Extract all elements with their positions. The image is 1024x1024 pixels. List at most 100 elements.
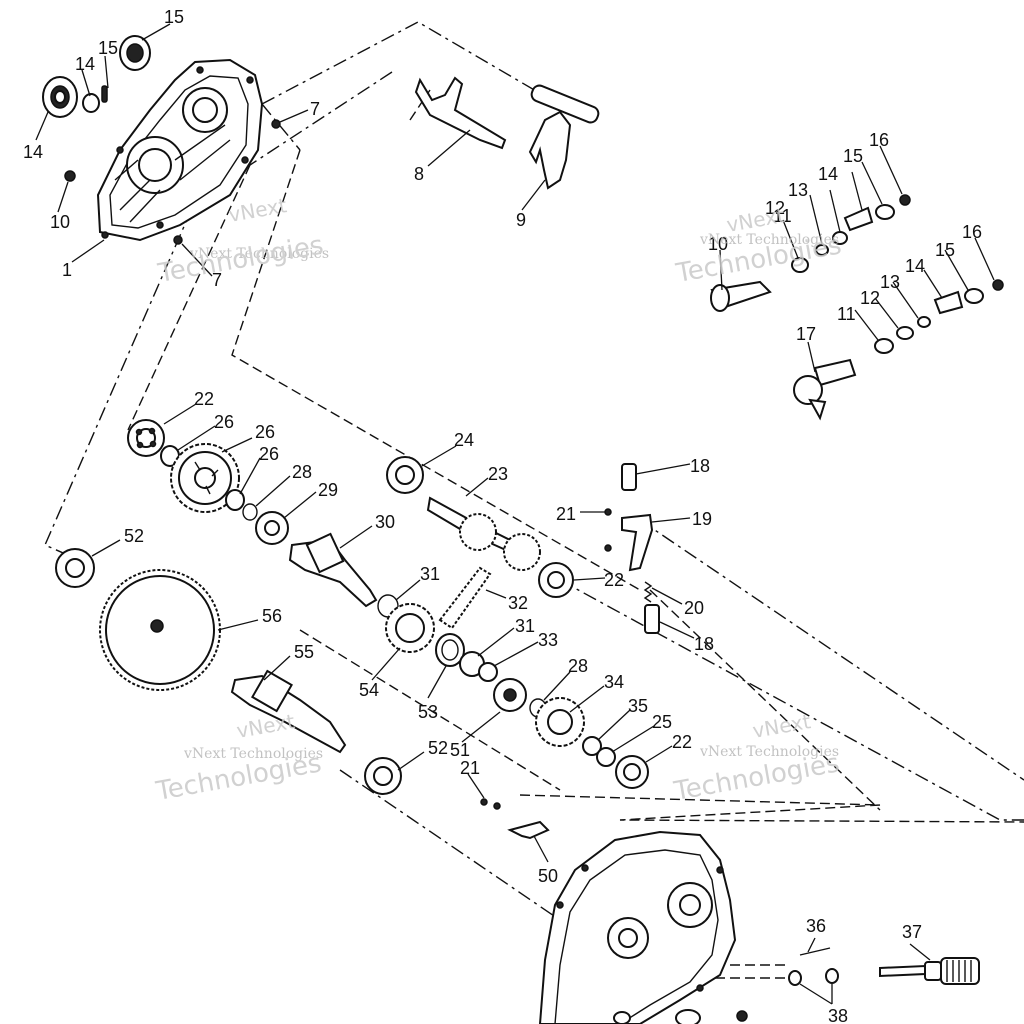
bearing-part-22c <box>615 755 649 789</box>
callout-25b: 25 <box>652 712 672 732</box>
bolt-part-2 <box>64 170 76 182</box>
svg-text:vNext Technologies: vNext Technologies <box>183 746 323 762</box>
callout-11b: 11 <box>837 304 856 324</box>
callout-14b: 14 <box>905 256 925 276</box>
callout-22b: 22 <box>604 570 624 590</box>
callout-52a: 52 <box>124 526 144 546</box>
case-cover-part-1 <box>96 58 264 242</box>
callout-26: 26 <box>255 422 275 442</box>
callout-9: 9 <box>516 210 526 230</box>
callout-33: 33 <box>538 630 558 650</box>
callout-50: 50 <box>538 866 558 886</box>
bracket-part-19 <box>621 513 654 572</box>
callout-8: 8 <box>414 164 424 184</box>
ring-part-35 <box>582 736 602 756</box>
callout-36: 36 <box>806 916 826 936</box>
bearing-part-22b <box>538 562 574 598</box>
sensor-part-18b <box>644 604 660 634</box>
callout-25a: 26 <box>214 412 234 432</box>
callout-labels: 15 15 14 14 10 1 7 7 8 9 10 11 12 13 14 … <box>23 7 982 1024</box>
callout-12b: 12 <box>860 288 880 308</box>
shift-shaft-part-10 <box>710 194 911 312</box>
shaft-part-23 <box>426 496 541 571</box>
collar-part-51 <box>493 678 527 712</box>
bolt-part-7a <box>271 119 281 129</box>
callout-7a: 7 <box>310 99 320 119</box>
callout-23: 23 <box>488 464 508 484</box>
callout-29: 29 <box>318 480 338 500</box>
bearing-part-53 <box>435 633 465 667</box>
washer-part-29 <box>255 511 289 545</box>
svg-text:vNext Technologies: vNext Technologies <box>189 246 329 262</box>
callout-1: 1 <box>62 260 72 280</box>
callout-13a: 13 <box>788 180 808 200</box>
gear-part-26 <box>170 443 240 513</box>
callout-19: 19 <box>692 509 712 529</box>
callout-15b: 15 <box>935 240 955 260</box>
sensor-part-18a <box>621 463 637 491</box>
callout-56: 56 <box>262 606 282 626</box>
callout-18a: 18 <box>690 456 710 476</box>
callout-13b: 13 <box>880 272 900 292</box>
callout-22c: 22 <box>672 732 692 752</box>
svg-text:vNext: vNext <box>751 709 813 743</box>
transmission-housing <box>538 830 748 1024</box>
ring-part-27 <box>225 489 245 511</box>
callout-17: 17 <box>796 324 816 344</box>
callout-35: 35 <box>628 696 648 716</box>
callout-28b: 28 <box>568 656 588 676</box>
watermark-bottom-right: vNext vNext Technologies Technologies <box>671 709 842 807</box>
callout-18b: 18 <box>694 634 714 654</box>
bolt-part-7b <box>173 235 183 245</box>
gear-part-56 <box>99 569 221 691</box>
dipstick-part-37 <box>879 957 980 985</box>
callout-37: 37 <box>902 922 922 942</box>
ring-part-33 <box>478 662 498 682</box>
callout-12a: 12 <box>765 198 785 218</box>
callout-5: 15 <box>98 38 118 58</box>
gear-part-54 <box>385 603 435 653</box>
callout-54: 54 <box>359 680 379 700</box>
watermark-top-right: vNext vNext Technologies Technologies <box>673 203 844 289</box>
washer-part-25b <box>596 747 616 767</box>
callout-16a: 16 <box>869 130 889 150</box>
callout-16b: 16 <box>962 222 982 242</box>
callout-51: 51 <box>450 740 470 760</box>
bearing-part-52b <box>364 757 402 795</box>
callout-27: 26 <box>259 444 279 464</box>
callout-2: 10 <box>50 212 70 232</box>
callout-7b: 7 <box>212 270 222 290</box>
svg-text:vNext Technologies: vNext Technologies <box>699 744 839 760</box>
pin-part-5 <box>101 85 108 103</box>
gear-part-34 <box>535 697 585 747</box>
chain-part-32 <box>438 566 492 630</box>
callout-52b: 52 <box>428 738 448 758</box>
callout-38: 38 <box>828 1006 848 1024</box>
bearing-part-22a <box>127 419 165 457</box>
callout-10: 10 <box>708 234 728 254</box>
callout-15a: 15 <box>843 146 863 166</box>
callout-55: 55 <box>294 642 314 662</box>
dowel-part-4 <box>82 93 100 113</box>
callout-21a: 21 <box>556 504 576 524</box>
svg-text:vNext: vNext <box>235 709 297 743</box>
callout-34: 34 <box>604 672 624 692</box>
callout-14a: 14 <box>818 164 838 184</box>
bearing-part-52a <box>55 548 95 588</box>
pin-part-36 <box>799 947 831 956</box>
clip-part-28a <box>242 503 258 521</box>
callout-31a: 31 <box>420 564 440 584</box>
callout-21b: 21 <box>460 758 480 778</box>
shift-shaft-part-17 <box>793 279 1004 421</box>
clip-part-50 <box>480 798 550 840</box>
seal-part-3 <box>42 76 78 118</box>
callout-32: 32 <box>508 593 528 613</box>
callout-24: 24 <box>454 430 474 450</box>
svg-text:vNext: vNext <box>227 193 289 227</box>
callout-22a: 22 <box>194 389 214 409</box>
callout-3: 14 <box>23 142 43 162</box>
callout-31b: 31 <box>515 616 535 636</box>
callout-20: 20 <box>684 598 704 618</box>
